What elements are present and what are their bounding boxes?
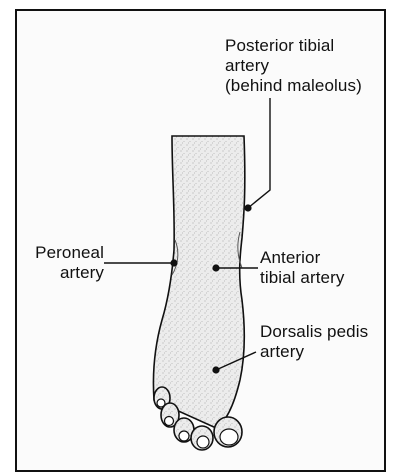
- label-peroneal-artery: Peroneal artery: [28, 243, 104, 283]
- foot-outline: [153, 136, 244, 428]
- toenail: [179, 431, 189, 441]
- label-dorsalis-pedis-artery: Dorsalis pedis artery: [260, 322, 368, 362]
- label-anterior-tibial-artery: Anterior tibial artery: [260, 248, 344, 288]
- leader-line-posterior-tibial: [248, 98, 270, 208]
- toenail: [197, 436, 209, 448]
- toenail: [165, 417, 174, 426]
- toenail: [220, 429, 238, 445]
- label-posterior-tibial-artery: Posterior tibial artery (behind maleolus…: [225, 36, 362, 96]
- toenail: [157, 399, 165, 407]
